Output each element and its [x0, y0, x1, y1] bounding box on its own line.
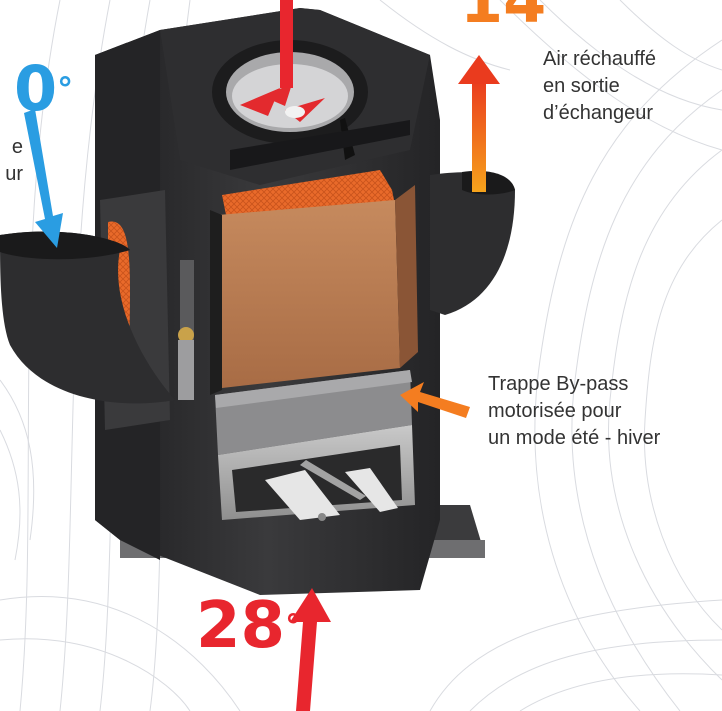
bottom-tray: [218, 425, 415, 521]
temperature-bottom: 28°: [196, 594, 301, 658]
temperature-top-right-value: 14: [460, 0, 547, 37]
arrow-inlet-blue: [24, 109, 63, 248]
arrow-bottom-red: [290, 588, 331, 711]
arrow-outlet-orange: [458, 55, 500, 192]
heat-exchanger-core: [210, 185, 418, 395]
left-partial-line-1: e: [11, 136, 23, 158]
bypass-label: Trappe By-pass motorisée pour un mode ét…: [488, 371, 660, 452]
right-duct-bowl: [430, 170, 515, 315]
temperature-bottom-value: 28: [196, 589, 286, 663]
left-partial-label: e ur: [0, 134, 23, 188]
bypass-line-3: un mode été - hiver: [488, 427, 661, 449]
left-duct-bowl: [0, 231, 175, 404]
left-partial-line-2: ur: [5, 163, 23, 185]
bypass-line-1: Trappe By-pass: [488, 373, 629, 395]
outlet-air-label: Air réchauffé en sortie d’échangeur: [543, 46, 656, 127]
bypass-flap: [215, 370, 412, 455]
temperature-top-right: 14: [460, 0, 546, 32]
temperature-left: 0°: [14, 58, 73, 120]
arrow-top-red: [280, 0, 293, 88]
outlet-air-line-3: d’échangeur: [543, 102, 654, 124]
temperature-left-value: 0: [14, 52, 58, 125]
outlet-air-line-1: Air réchauffé: [543, 48, 657, 70]
temperature-left-degree: °: [57, 70, 74, 108]
outlet-air-line-2: en sortie: [543, 75, 620, 97]
bypass-line-2: motorisée pour: [488, 400, 622, 422]
temperature-bottom-degree: °: [285, 607, 302, 645]
arrow-bypass-orange: [400, 382, 470, 418]
